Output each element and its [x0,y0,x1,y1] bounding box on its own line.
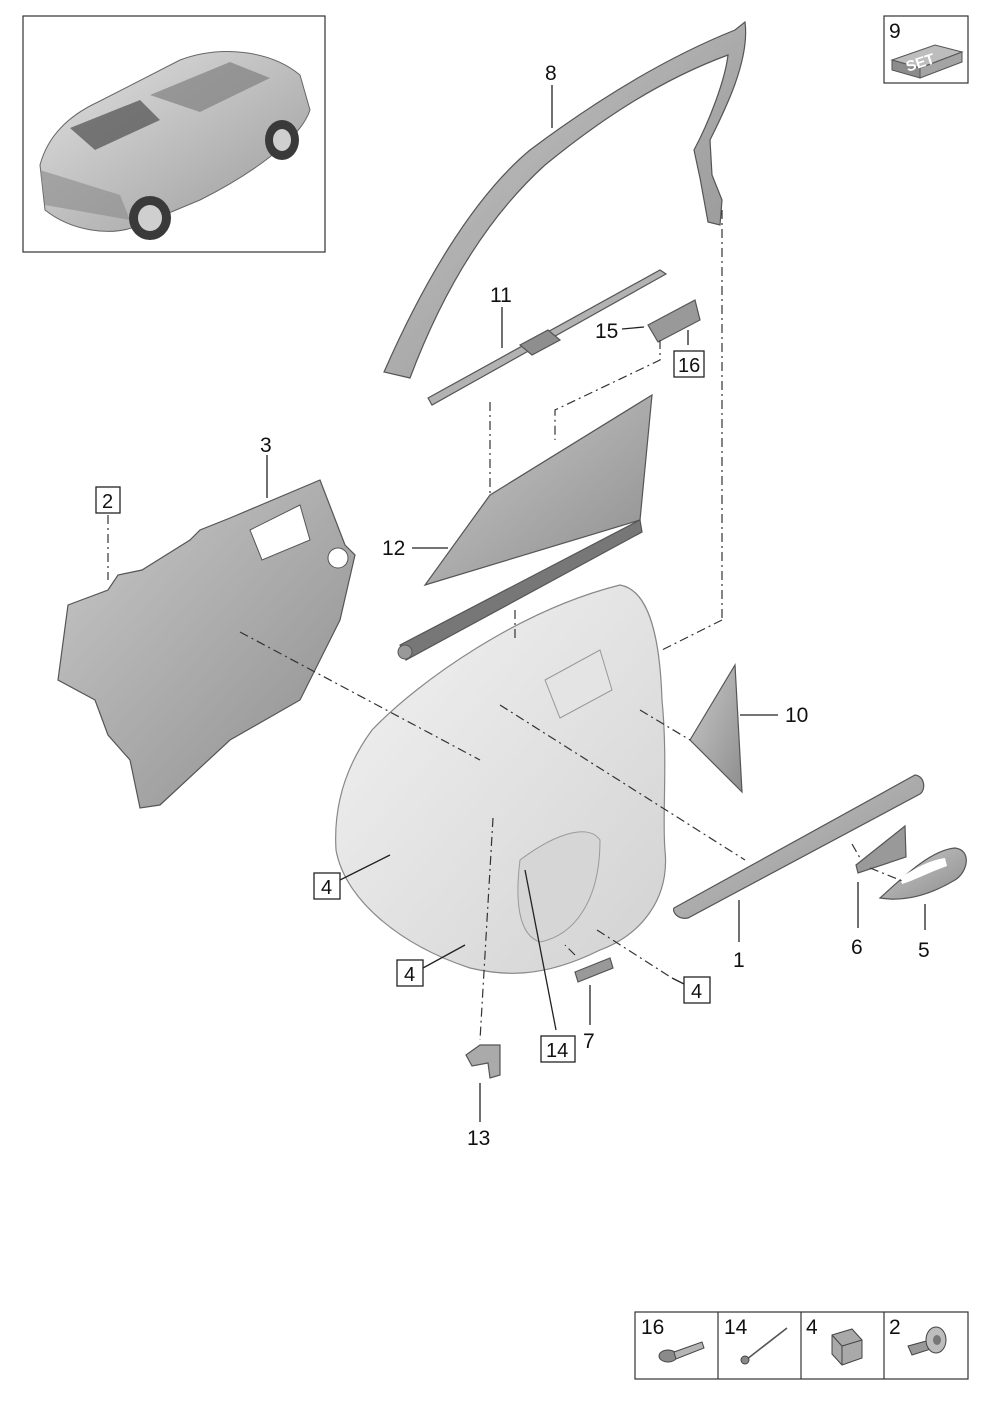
callout-15: 15 [595,320,618,343]
holder-bracket [465,1044,501,1079]
callout-10: 10 [785,704,808,727]
triangle-cover [689,663,743,794]
set-badge: 9 SET [883,15,969,84]
callout-3: 3 [260,434,272,457]
bolt-icon [658,1341,705,1363]
callout-2: 2 [102,491,113,513]
callout-labels: 8 11 15 16 3 2 12 10 4 1 6 5 4 4 7 14 13 [95,62,930,1150]
vehicle-thumbnail [22,15,326,253]
callout-13: 13 [467,1127,490,1150]
callout-16: 16 [678,355,700,377]
callout-11: 11 [490,284,512,307]
callout-14-box [540,1035,576,1063]
callout-14: 14 [546,1040,568,1062]
door-trim-panel [335,584,667,974]
callout-16-box [673,350,705,378]
callout-4b: 4 [404,964,415,986]
fastener-legend: 16 14 4 2 [634,1311,969,1380]
legend-label-2: 2 [889,1316,901,1339]
callout-4a-box [313,872,341,900]
callout-5: 5 [918,939,930,962]
insulation-panel [57,479,356,809]
rivet-pin-icon [740,1327,788,1365]
sunshade-rail [427,269,668,406]
assembly-lines [107,210,906,1041]
legend-label-4: 4 [806,1316,818,1339]
clip-nut-icon [831,1328,863,1366]
connector-clip [574,957,614,983]
handle-surround [878,847,967,900]
callout-1: 1 [733,949,745,972]
sunshade-blind [397,393,653,661]
armrest-trim [673,774,925,919]
callout-12: 12 [382,537,405,560]
switch-cover [855,824,907,874]
legend-label-14: 14 [724,1316,748,1339]
callout-6: 6 [851,936,863,959]
callout-4c: 4 [691,981,702,1003]
callout-7: 7 [583,1030,595,1053]
callout-8: 8 [545,62,557,85]
callout-2-box [95,486,121,514]
set-badge-number: 9 [889,20,901,43]
window-frame-trim [383,20,747,379]
callout-4a: 4 [321,877,332,899]
bracket [647,299,701,343]
legend-label-16: 16 [641,1316,664,1339]
callout-4c-box [683,976,711,1004]
callout-4b-box [396,959,424,987]
expansion-rivet-icon [907,1326,947,1356]
